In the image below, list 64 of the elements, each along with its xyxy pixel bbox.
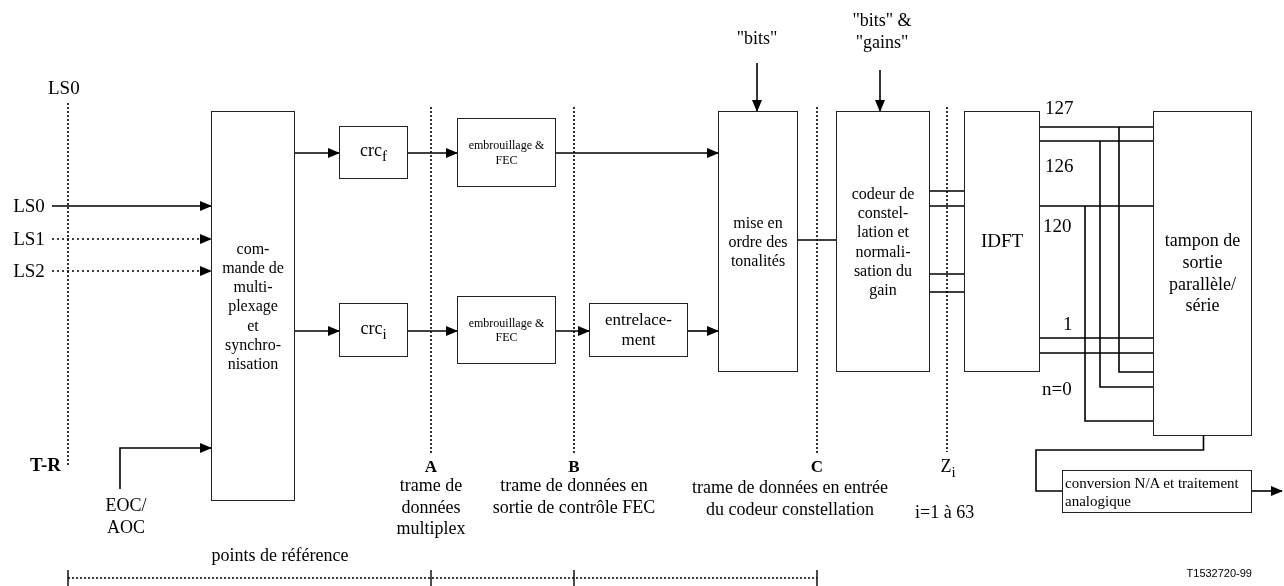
signal-label: EOC/ AOC xyxy=(102,489,150,545)
signal-label: LS0 xyxy=(6,194,52,218)
box-label: mise en ordre des tonalités xyxy=(727,212,789,271)
process-box xyxy=(457,296,556,364)
process-box xyxy=(718,111,798,372)
box-label: crc$_{f}$ xyxy=(360,140,387,165)
box-label: crc$_{i}$ xyxy=(360,317,387,343)
text-label: B xyxy=(567,457,581,478)
box-label: codeur de constel- lation et normali- sation du gain xyxy=(850,183,916,300)
connector-arrow xyxy=(1039,205,1154,422)
text-label: i=1 à 63 xyxy=(915,502,976,524)
connector-arrow xyxy=(51,201,212,211)
connector-arrow xyxy=(1251,486,1283,496)
connector-arrow xyxy=(875,69,885,112)
signal-label: "bits" xyxy=(720,27,794,51)
connector-arrow xyxy=(555,326,590,336)
process-box xyxy=(211,111,295,501)
signal-label: LS1 xyxy=(6,227,52,251)
box-label: embrouillage & FEC xyxy=(467,315,546,345)
box-label: com- mande de multi- plexage et synchro- nisation xyxy=(221,238,285,374)
text-label: Z$_{i}$ xyxy=(939,456,957,481)
text-label: 1 xyxy=(1063,313,1074,336)
text-label: 126 xyxy=(1045,155,1075,178)
text-label: 120 xyxy=(1043,215,1073,238)
text-label: trame de données en entrée du codeur constellation xyxy=(691,477,889,521)
connector-arrow xyxy=(1039,126,1154,388)
process-box xyxy=(1062,470,1252,513)
connector-arrow xyxy=(294,148,340,158)
connector-arrow xyxy=(555,148,719,158)
text-label: C xyxy=(809,457,825,478)
connector-arrow xyxy=(1039,337,1154,354)
process-box xyxy=(339,303,408,357)
text-label: A xyxy=(423,457,439,478)
connector-arrow xyxy=(687,326,719,336)
signal-label: "bits" & "gains" xyxy=(840,6,924,58)
text-label: trame de données en sortie de contrôle FEC xyxy=(491,475,657,519)
text-label: T1532720-99 xyxy=(1185,567,1252,581)
process-box xyxy=(964,111,1040,372)
connector-arrow xyxy=(929,190,965,207)
text-label: n=0 xyxy=(1042,378,1073,401)
connector-arrow xyxy=(51,234,212,244)
process-box xyxy=(457,118,556,187)
text-label: LS0 xyxy=(48,77,81,100)
box-label: embrouillage & FEC xyxy=(467,138,546,167)
connector-arrow xyxy=(407,326,458,336)
process-box xyxy=(1153,111,1252,436)
signal-label: LS2 xyxy=(6,259,52,283)
process-box xyxy=(836,111,930,372)
box-label: IDFT xyxy=(980,230,1024,253)
text-label: points de référence xyxy=(210,545,350,567)
box-label: tampon de sortie parallèle/ série xyxy=(1163,230,1242,317)
connector-arrow xyxy=(294,326,340,336)
connector-arrow xyxy=(407,148,458,158)
process-box xyxy=(339,126,408,179)
box-label: conversion N/A et traitement analogique xyxy=(1065,473,1240,510)
text-label: trame de données multiplex xyxy=(395,475,467,540)
process-box xyxy=(589,303,688,357)
connector-arrow xyxy=(752,62,762,112)
connector-arrow xyxy=(119,443,212,490)
connector-arrow xyxy=(929,273,965,293)
box-label: entrelace- ment xyxy=(604,309,673,351)
text-label: 127 xyxy=(1045,97,1075,120)
connector-arrow xyxy=(51,266,212,276)
text-label: T-R xyxy=(30,454,62,477)
